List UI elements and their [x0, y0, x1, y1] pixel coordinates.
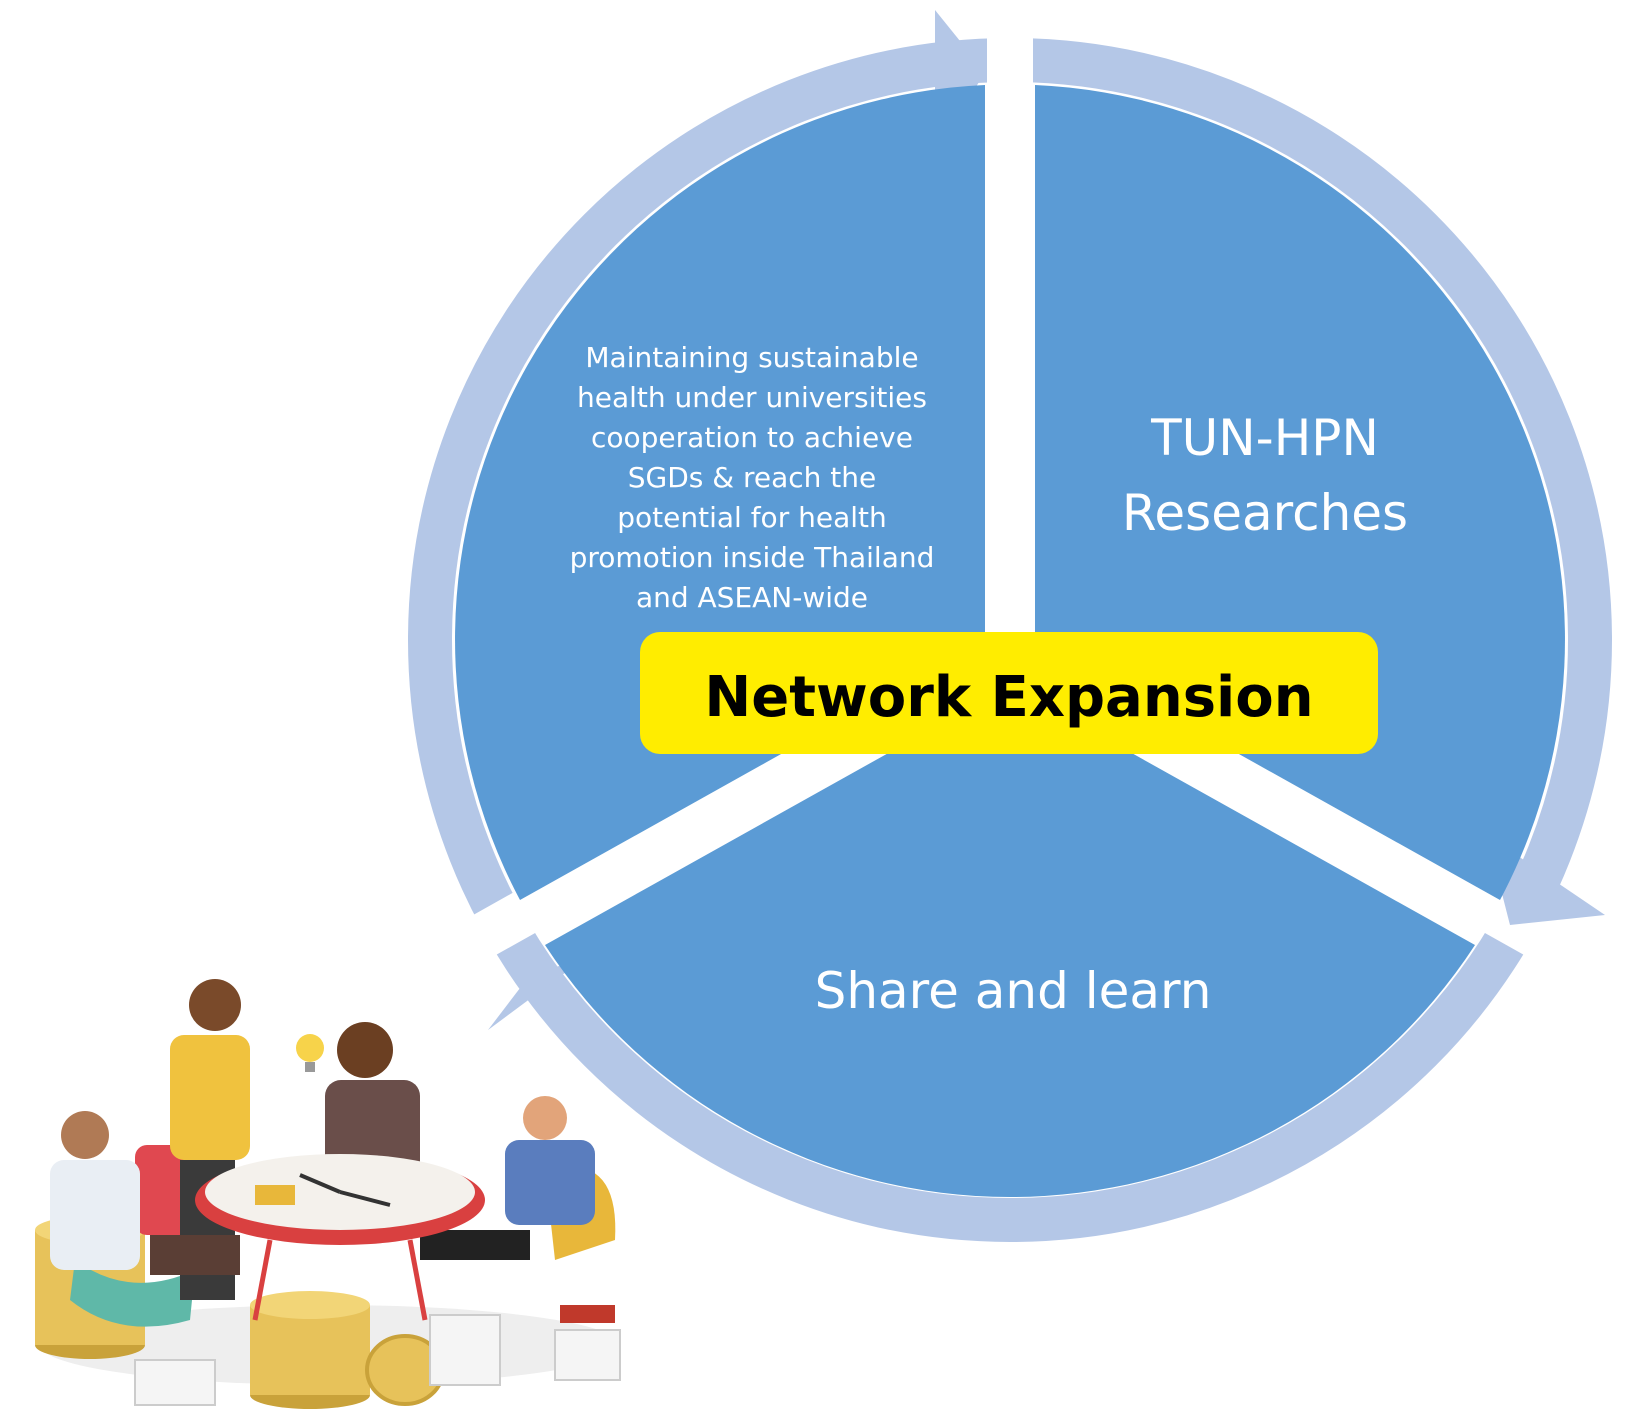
segment-left-line-3: cooperation to achieve	[591, 421, 913, 454]
center-badge: Network Expansion	[640, 632, 1378, 754]
segment-right-text: TUN-HPN Researches	[1122, 409, 1408, 542]
segment-left-line-4: SGDs & reach the	[628, 461, 877, 494]
clock-table-icon	[195, 1154, 485, 1321]
team-meeting-illustration	[35, 979, 621, 1409]
paper-stack-icon	[134, 1305, 621, 1406]
lightbulb-icon	[296, 1034, 324, 1072]
segment-right-line-2: Researches	[1122, 484, 1408, 542]
segment-bottom-text: Share and learn	[815, 962, 1212, 1020]
segment-left-line-5: potential for health	[617, 501, 887, 534]
segment-left-line-2: health under universities	[577, 381, 927, 414]
segment-left-line-7: and ASEAN-wide	[636, 581, 868, 614]
segment-left-line-6: promotion inside Thailand	[570, 541, 935, 574]
segment-right-line-1: TUN-HPN	[1150, 409, 1379, 467]
segment-bottom	[545, 685, 1475, 1198]
segment-bottom-line-1: Share and learn	[815, 962, 1212, 1020]
segment-left-text: Maintaining sustainable health under uni…	[570, 341, 935, 614]
center-label: Network Expansion	[704, 665, 1313, 730]
segment-left-line-1: Maintaining sustainable	[585, 341, 918, 374]
arrow-head-left	[488, 958, 585, 1030]
